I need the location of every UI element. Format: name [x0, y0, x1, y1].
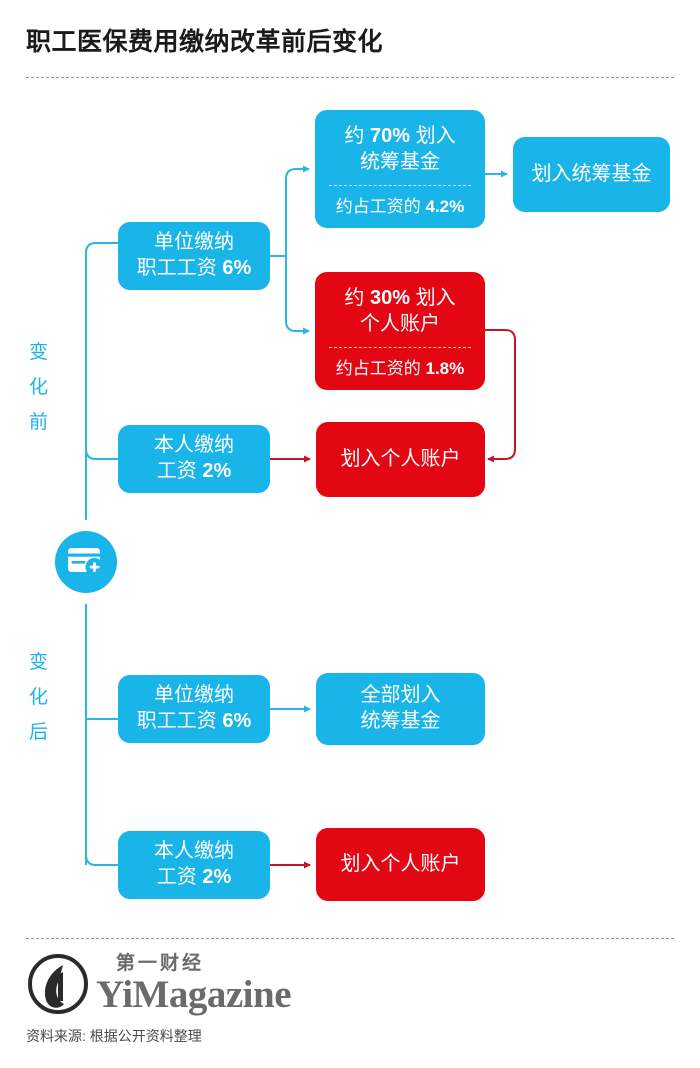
node-before-employer-to-pool-main: 约 70% 划入 统筹基金	[315, 110, 485, 185]
node-before-employer-to-personal[interactable]: 约 30% 划入 个人账户 约占工资的 1.8%	[315, 272, 485, 390]
node-before-employer-to-pool[interactable]: 约 70% 划入 统筹基金 约占工资的 4.2%	[315, 110, 485, 228]
node-before-personal-result-label: 划入个人账户	[340, 447, 461, 470]
node-after-employee[interactable]: 本人缴纳 工资 2%	[118, 831, 270, 899]
node-before-pool-result[interactable]: 划入统筹基金	[513, 137, 670, 212]
node-before-employer-line2: 职工工资 6%	[136, 257, 252, 279]
brand-name-en: YiMagazine	[96, 973, 292, 1016]
node-before-employer-to-pool-line2: 统筹基金	[360, 150, 440, 173]
source-note: 资料来源: 根据公开资料整理	[26, 1028, 202, 1044]
node-before-employee-line2: 工资 2%	[156, 460, 232, 482]
section-label-after-char-2: 化	[28, 687, 49, 709]
section-label-before-char-1: 变	[28, 342, 49, 363]
node-after-employer[interactable]: 单位缴纳 职工工资 6%	[118, 675, 270, 743]
node-before-employee-line1: 本人缴纳	[154, 434, 234, 457]
node-after-employee-line2: 工资 2%	[156, 866, 232, 888]
node-before-employee[interactable]: 本人缴纳 工资 2%	[118, 425, 270, 493]
node-after-employer-line2: 职工工资 6%	[136, 710, 252, 732]
node-after-pool-result-line1: 全部划入	[360, 684, 441, 707]
node-after-employee-line1: 本人缴纳	[154, 840, 234, 863]
node-after-pool-result-line2: 统筹基金	[360, 710, 441, 732]
node-divider	[328, 185, 472, 186]
node-after-pool-result[interactable]: 全部划入 统筹基金	[316, 673, 485, 745]
node-after-personal-result-label: 划入个人账户	[340, 852, 461, 875]
node-before-employer-to-personal-note: 约占工资的 1.8%	[335, 359, 465, 379]
brand-logo-text: 第一财经 YiMagazine	[96, 953, 292, 1016]
node-before-employer-to-pool-note: 约占工资的 4.2%	[335, 197, 465, 217]
node-before-employer-to-personal-line2: 个人账户	[360, 312, 440, 335]
section-label-after: 变 化 后	[22, 645, 56, 750]
section-label-after-char-1: 变	[28, 652, 49, 673]
node-before-personal-result[interactable]: 划入个人账户	[316, 422, 485, 497]
circle-one-icon	[28, 954, 88, 1014]
credit-card-plus-icon	[68, 548, 104, 576]
node-after-personal-result[interactable]: 划入个人账户	[316, 828, 485, 901]
node-before-pool-result-label: 划入统筹基金	[531, 162, 652, 185]
page-title: 职工医保费用缴纳改革前后变化	[26, 28, 384, 56]
section-label-after-char-3: 后	[28, 722, 49, 744]
node-before-employer-to-personal-line1: 约 30% 划入	[344, 286, 456, 309]
section-label-before: 变 化 前	[22, 335, 56, 440]
header-divider	[26, 77, 674, 78]
node-before-employer-to-personal-main: 约 30% 划入 个人账户	[315, 272, 485, 347]
credit-card-badge	[55, 531, 117, 593]
brand-name-cn: 第一财经	[116, 953, 205, 974]
node-before-employer[interactable]: 单位缴纳 职工工资 6%	[118, 222, 270, 290]
node-after-employer-line1: 单位缴纳	[154, 684, 234, 707]
node-divider	[328, 347, 472, 348]
footer-divider	[26, 938, 674, 939]
node-before-employer-to-pool-line1: 约 70% 划入	[344, 124, 456, 147]
section-label-before-char-2: 化	[28, 377, 49, 399]
node-before-employer-line1: 单位缴纳	[154, 231, 234, 254]
section-label-before-char-3: 前	[28, 412, 49, 434]
brand-logo: 第一财经 YiMagazine	[26, 952, 292, 1016]
